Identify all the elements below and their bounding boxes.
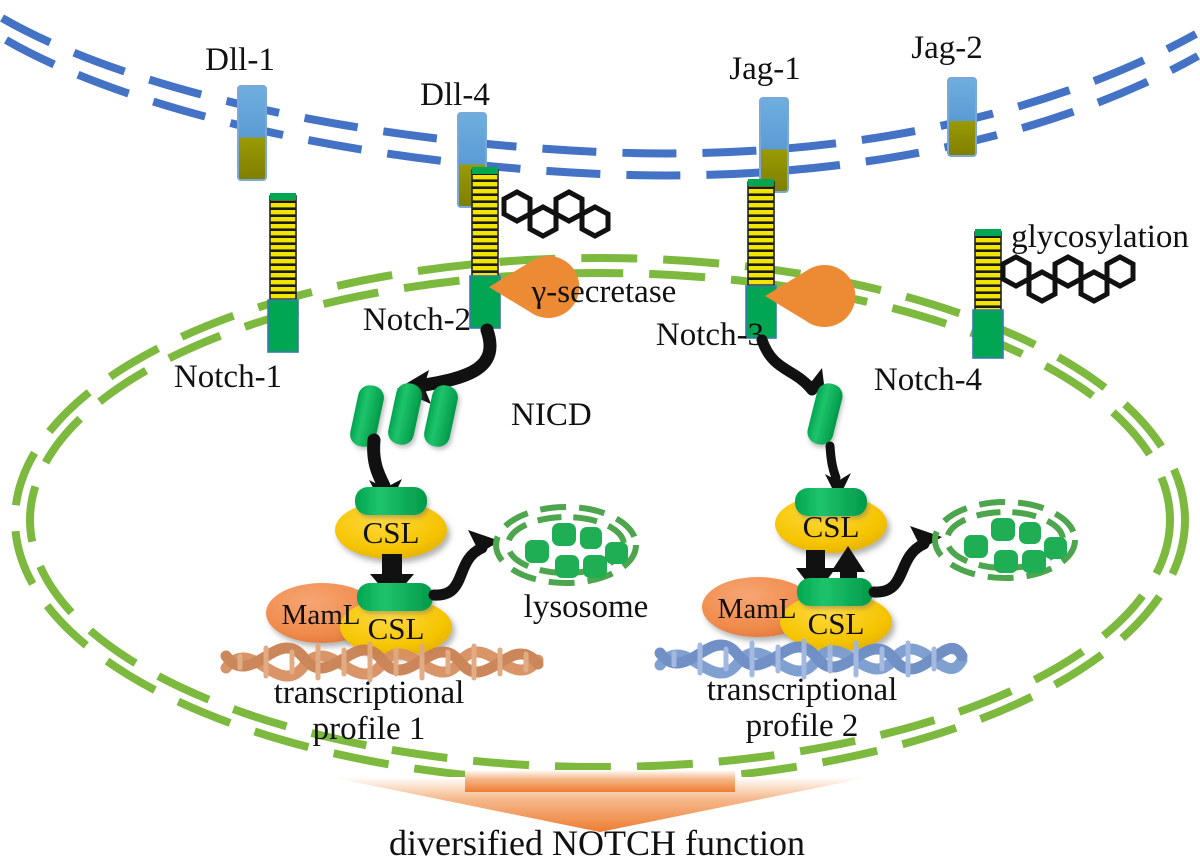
receptor-notch-3[interactable]	[745, 179, 777, 339]
ligand-dll-1[interactable]	[237, 85, 267, 181]
lysosome-left	[493, 504, 639, 586]
maml-csl-complex-right[interactable]	[702, 577, 892, 651]
label-notch-1: Notch-1	[174, 359, 282, 395]
nicd-complex-left[interactable]	[348, 381, 460, 449]
label-transcriptional-profile-1-line1: transcriptional	[274, 675, 465, 711]
receptor-notch-1[interactable]	[267, 193, 299, 353]
label-glycosylation: glycosylation	[1011, 219, 1189, 255]
label-dll-1: Dll-1	[205, 42, 275, 78]
csl-complex-upper-right[interactable]	[775, 488, 887, 553]
nicd-complex-right[interactable]	[805, 381, 845, 447]
glycosylation-chain-right	[1000, 254, 1136, 304]
extracellular-membrane	[0, 14, 1200, 180]
gamma-secretase-left[interactable]	[489, 256, 580, 318]
label-maml-right: MamL	[718, 593, 797, 625]
label-jag-2: Jag-2	[911, 30, 982, 66]
label-csl-upper-left: CSL	[363, 515, 420, 550]
maml-csl-complex-left[interactable]	[266, 583, 452, 656]
label-csl-lower-right: CSL	[808, 606, 865, 641]
arrow-to-lysosome-right	[868, 526, 942, 598]
label-notch-2: Notch-2	[363, 302, 471, 338]
label-notch-4: Notch-4	[874, 362, 982, 398]
label-jag-1: Jag-1	[729, 51, 800, 87]
receptor-notch-4[interactable]	[972, 229, 1004, 359]
glycosylation-chain-left	[501, 189, 611, 239]
lysosome-right	[932, 499, 1078, 581]
label-csl-upper-right: CSL	[803, 509, 860, 544]
label-transcriptional-profile-2-line1: transcriptional	[707, 672, 898, 708]
label-diversified-notch-function: diversified NOTCH function	[389, 823, 805, 863]
label-csl-lower-left: CSL	[368, 611, 425, 646]
arrow-notch3-to-nicd-right	[756, 334, 826, 400]
label-nicd: NICD	[511, 397, 592, 433]
csl-complex-upper-left[interactable]	[335, 487, 447, 559]
label-gamma-secretase: γ-secretase	[531, 274, 677, 310]
arrow-to-lysosome-left	[428, 530, 500, 601]
label-layer: Dll-1 Dll-4 Jag-1 Jag-2 Notch-1 Notch-2 …	[174, 30, 1189, 863]
label-transcriptional-profile-2-line2: profile 2	[746, 708, 859, 744]
label-maml-left: MamL	[282, 599, 361, 631]
ligand-jag-1[interactable]	[759, 97, 789, 193]
diversified-function-arrow	[330, 770, 870, 832]
ligand-jag-2[interactable]	[947, 77, 977, 157]
receptor-notch-2[interactable]	[469, 167, 501, 329]
arrow-nicd-to-csl-right	[825, 441, 851, 500]
dna-helix-left	[220, 641, 544, 683]
label-notch-3: Notch-3	[656, 317, 764, 353]
gamma-secretase-right[interactable]	[765, 265, 856, 327]
label-lysosome: lysosome	[524, 589, 649, 625]
dna-helix-right	[654, 638, 968, 680]
label-transcriptional-profile-1-line2: profile 1	[313, 711, 426, 747]
label-dll-4: Dll-4	[420, 77, 490, 113]
